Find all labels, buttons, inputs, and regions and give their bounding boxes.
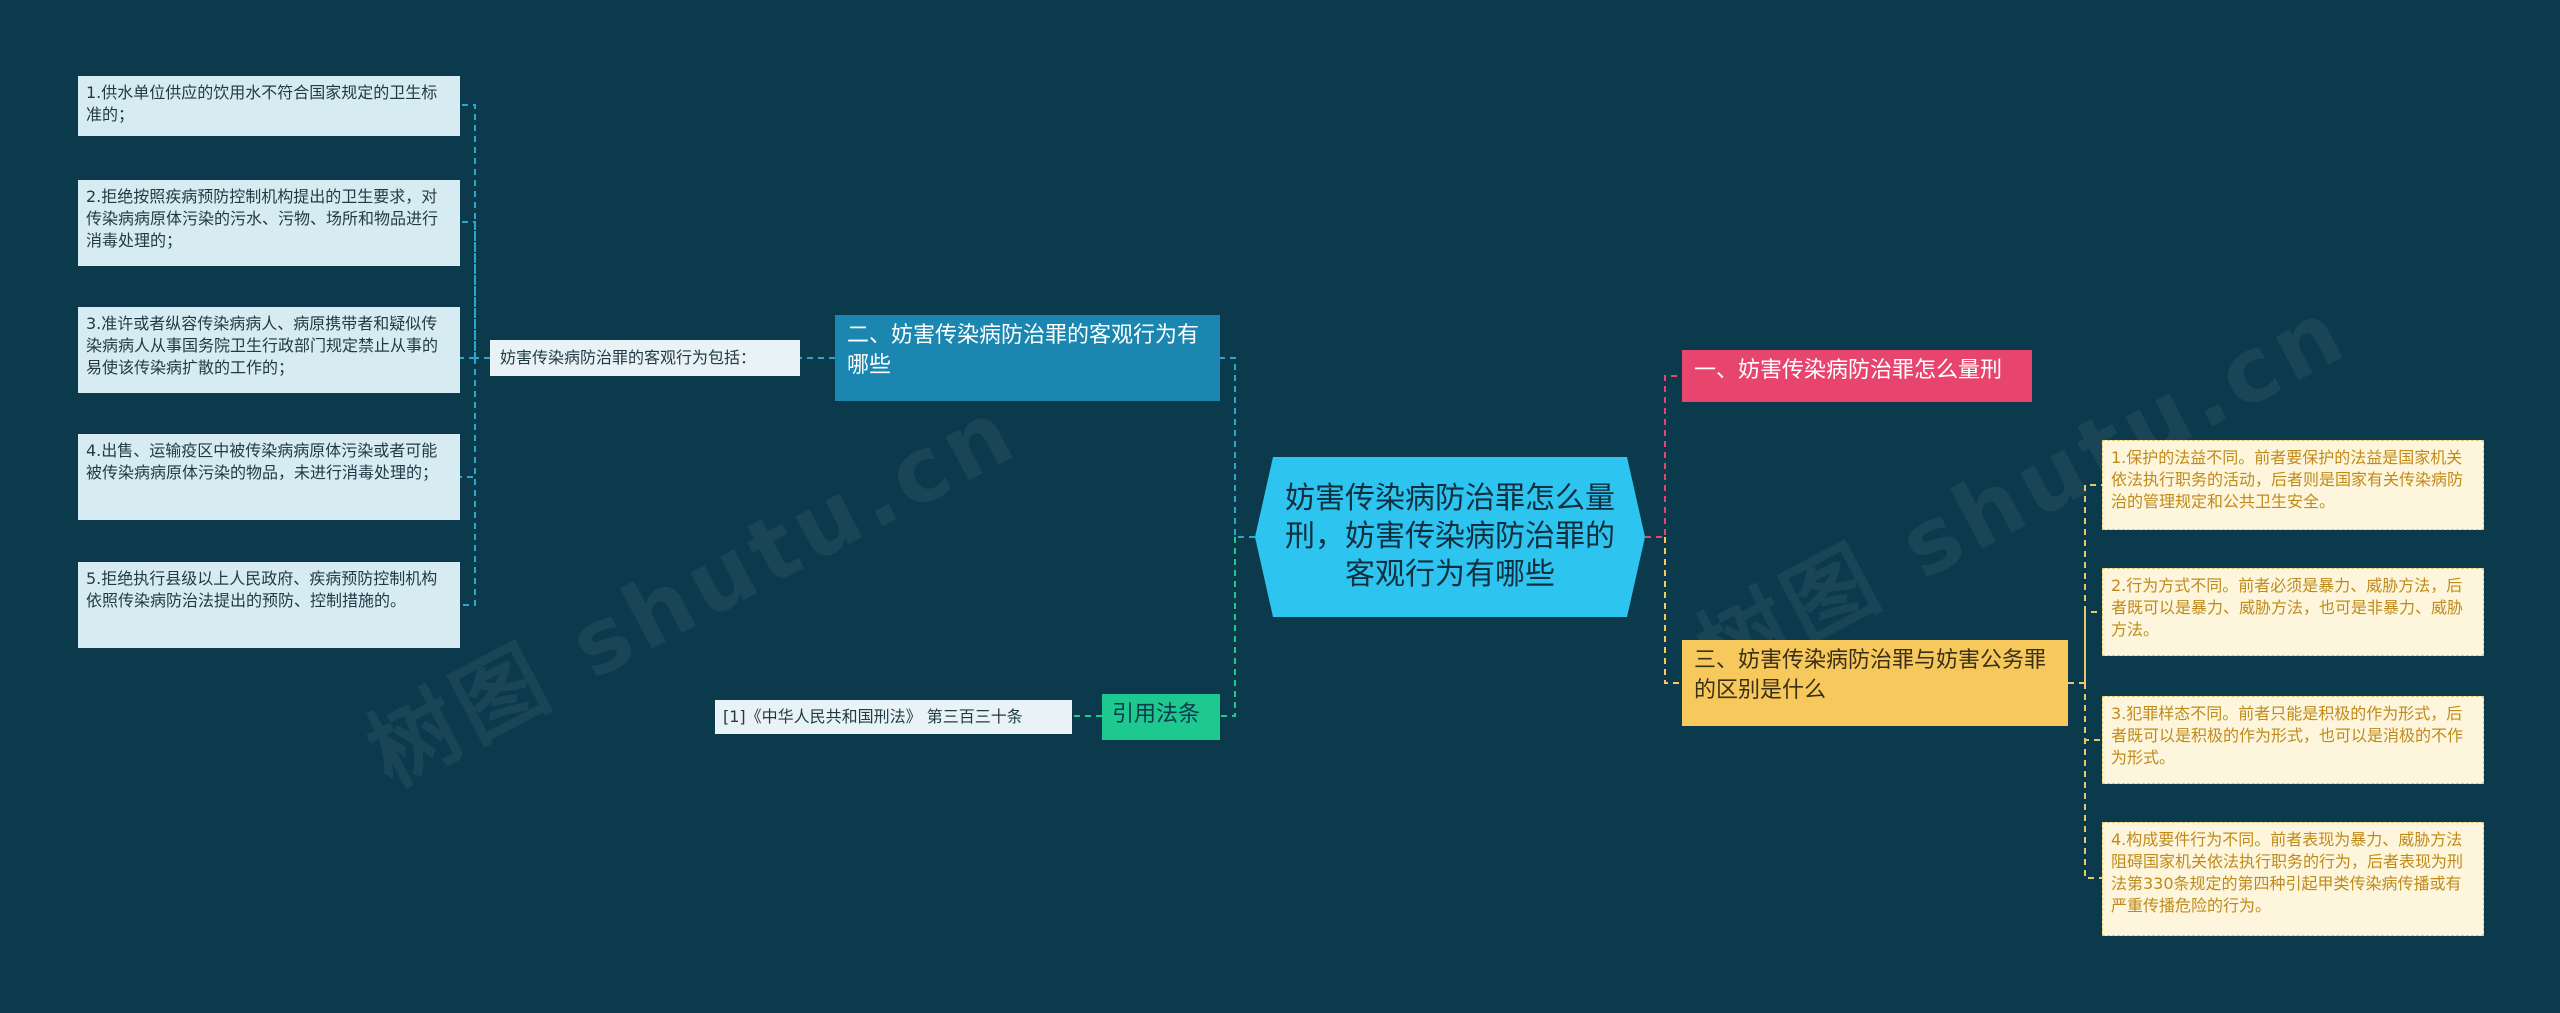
objective-act-item-text: 2.拒绝按照疾病预防控制机构提出的卫生要求，对传染病病原体污染的污水、污物、场所… xyxy=(86,187,439,250)
objective-act-item-text: 5.拒绝执行县级以上人民政府、疾病预防控制机构依照传染病防治法提出的预防、控制措… xyxy=(86,569,438,610)
difference-item[interactable]: 1.保护的法益不同。前者要保护的法益是国家机关依法执行职务的活动，后者则是国家有… xyxy=(2102,440,2484,530)
objective-act-item-text: 4.出售、运输疫区中被传染病病原体污染或者可能被传染病病原体污染的物品，未进行消… xyxy=(86,441,439,482)
objective-act-item[interactable]: 2.拒绝按照疾病预防控制机构提出的卫生要求，对传染病病原体污染的污水、污物、场所… xyxy=(78,180,460,266)
objective-acts-intro[interactable]: 妨害传染病防治罪的客观行为包括： xyxy=(490,340,800,376)
difference-item[interactable]: 2.行为方式不同。前者必须是暴力、威胁方法，后者既可以是暴力、威胁方法，也可是非… xyxy=(2102,568,2484,656)
difference-item-text: 3.犯罪样态不同。前者只能是积极的作为形式，后者既可以是积极的作为形式，也可以是… xyxy=(2111,704,2464,767)
branch-sentencing[interactable]: 一、妨害传染病防治罪怎么量刑 xyxy=(1682,350,2032,402)
objective-act-item[interactable]: 1.供水单位供应的饮用水不符合国家规定的卫生标准的； xyxy=(78,76,460,136)
objective-act-item-text: 3.准许或者纵容传染病病人、病原携带者和疑似传染病病人从事国务院卫生行政部门规定… xyxy=(86,314,439,377)
branch-cited-law[interactable]: 引用法条 xyxy=(1102,694,1220,740)
center-topic[interactable]: 妨害传染病防治罪怎么量刑，妨害传染病防治罪的客观行为有哪些 xyxy=(1255,457,1645,617)
difference-item-text: 2.行为方式不同。前者必须是暴力、威胁方法，后者既可以是暴力、威胁方法，也可是非… xyxy=(2111,576,2464,639)
center-topic-label: 妨害传染病防治罪怎么量刑，妨害传染病防治罪的客观行为有哪些 xyxy=(1285,481,1615,592)
difference-item-text: 4.构成要件行为不同。前者表现为暴力、威胁方法阻碍国家机关依法执行职务的行为，后… xyxy=(2111,830,2464,915)
objective-act-item[interactable]: 4.出售、运输疫区中被传染病病原体污染或者可能被传染病病原体污染的物品，未进行消… xyxy=(78,434,460,520)
objective-act-item-text: 1.供水单位供应的饮用水不符合国家规定的卫生标准的； xyxy=(86,83,438,124)
branch-difference[interactable]: 三、妨害传染病防治罪与妨害公务罪的区别是什么 xyxy=(1682,640,2068,726)
branch-sentencing-label: 一、妨害传染病防治罪怎么量刑 xyxy=(1694,358,2003,383)
branch-objective-acts[interactable]: 二、妨害传染病防治罪的客观行为有哪些 xyxy=(835,315,1220,401)
objective-acts-intro-label: 妨害传染病防治罪的客观行为包括： xyxy=(500,348,757,367)
center-hexagon xyxy=(1255,457,1645,617)
difference-item[interactable]: 4.构成要件行为不同。前者表现为暴力、威胁方法阻碍国家机关依法执行职务的行为，后… xyxy=(2102,822,2484,936)
difference-item[interactable]: 3.犯罪样态不同。前者只能是积极的作为形式，后者既可以是积极的作为形式，也可以是… xyxy=(2102,696,2484,784)
cited-law-item[interactable]: [1]《中华人民共和国刑法》 第三百三十条 xyxy=(715,700,1072,734)
branch-difference-label: 三、妨害传染病防治罪与妨害公务罪的区别是什么 xyxy=(1694,648,2047,703)
objective-act-item[interactable]: 3.准许或者纵容传染病病人、病原携带者和疑似传染病病人从事国务院卫生行政部门规定… xyxy=(78,307,460,393)
objective-act-item[interactable]: 5.拒绝执行县级以上人民政府、疾病预防控制机构依照传染病防治法提出的预防、控制措… xyxy=(78,562,460,648)
branch-cited-law-label: 引用法条 xyxy=(1112,702,1201,727)
cited-law-item-label: [1]《中华人民共和国刑法》 第三百三十条 xyxy=(723,707,1023,726)
branch-objective-acts-label: 二、妨害传染病防治罪的客观行为有哪些 xyxy=(847,323,1200,378)
difference-item-text: 1.保护的法益不同。前者要保护的法益是国家机关依法执行职务的活动，后者则是国家有… xyxy=(2111,448,2464,511)
